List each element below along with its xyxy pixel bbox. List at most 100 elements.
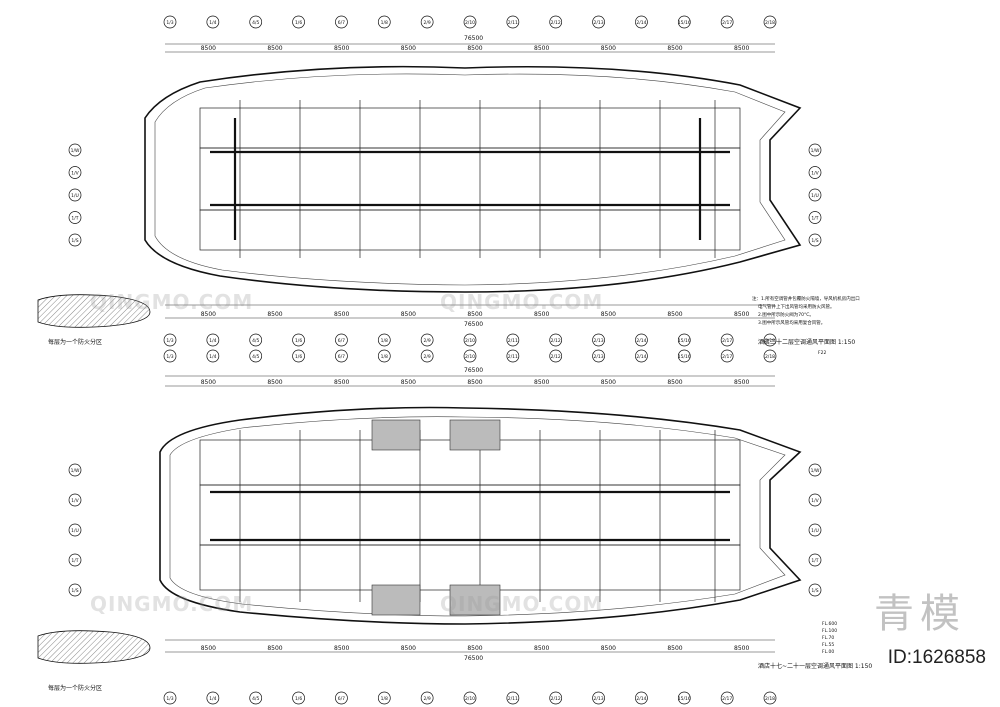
axis-bubble bbox=[677, 691, 691, 705]
note-line-4: 3.图中所示风管均采用复合风管。 bbox=[758, 319, 825, 326]
axis-bubble bbox=[506, 333, 520, 347]
axis-bubble bbox=[377, 349, 391, 363]
legend-row-5: FL.00 bbox=[822, 649, 834, 655]
row-bubble bbox=[808, 233, 822, 247]
axis-bubble-label: 2/11 bbox=[508, 338, 518, 344]
axis-bubble-label: 2/9 bbox=[424, 338, 431, 344]
axis-bubble-label: 2/14 bbox=[636, 696, 646, 702]
row-bubble-label: 1/U bbox=[811, 193, 819, 199]
axis-bubble bbox=[249, 691, 263, 705]
axis-bubble bbox=[335, 349, 348, 363]
legend-row-4: FL.55 bbox=[822, 642, 834, 648]
bay-dimension: 8500 bbox=[734, 311, 749, 318]
axis-bubble bbox=[635, 333, 648, 347]
lower-hull-outline bbox=[159, 406, 802, 625]
note-line-2: 电气管井上下出风管均采用防火风管。 bbox=[758, 303, 835, 310]
axis-bubble-label: 15/16 bbox=[678, 20, 691, 26]
axis-bubble-label: 2/17 bbox=[722, 696, 732, 702]
row-bubble bbox=[808, 188, 822, 202]
axis-bubble bbox=[763, 691, 777, 705]
axis-bubble bbox=[506, 349, 520, 363]
row-bubble-label: 1/U bbox=[71, 193, 79, 199]
axis-bubble-label: 2/14 bbox=[636, 338, 646, 344]
lower-fire-zone-diagram bbox=[37, 630, 151, 664]
elevation-legend: FL.600 FL.100 FL.70 FL.55 FL.00 bbox=[822, 621, 837, 655]
axis-bubble bbox=[720, 349, 734, 363]
axis-bubble bbox=[506, 691, 520, 705]
bay-dimension: 8500 bbox=[467, 45, 482, 52]
lower-plan: 76500 76500 每层为一个防火分区 bbox=[37, 367, 872, 692]
lower-overall-dim-bottom: 76500 bbox=[464, 655, 483, 662]
row-bubble bbox=[68, 523, 82, 537]
image-id-label: ID:1626858 bbox=[887, 647, 986, 668]
axis-bubble bbox=[463, 333, 477, 347]
bay-dimension: 8500 bbox=[201, 45, 216, 52]
axis-bubble bbox=[549, 15, 563, 29]
axis-bubble bbox=[463, 15, 477, 29]
bay-dimension: 8500 bbox=[267, 311, 282, 318]
axis-bubble-label: 4/5 bbox=[252, 696, 259, 702]
axis-bubble bbox=[206, 15, 220, 29]
axis-bubble-label: 1/3 bbox=[166, 338, 173, 344]
axis-bubble bbox=[292, 15, 305, 29]
axis-bubble bbox=[377, 691, 391, 705]
axis-bubble bbox=[763, 333, 777, 347]
upper-hull-outline bbox=[144, 65, 802, 293]
row-bubble bbox=[808, 523, 822, 537]
bay-dimension: 8500 bbox=[201, 645, 216, 652]
axis-bubble-label: 2/11 bbox=[508, 20, 518, 26]
axis-bubble-label: 2/14 bbox=[636, 354, 646, 360]
row-bubble-label: 1/V bbox=[811, 170, 819, 176]
axis-bubble-label: 1/8 bbox=[381, 338, 388, 344]
note-line-1: 注：1.所有空调管井包覆防火隔墙，导风机机房内出口 bbox=[752, 295, 860, 302]
axis-bubble-label: 4/5 bbox=[252, 354, 259, 360]
axis-bubble-label: 2/10 bbox=[465, 338, 475, 344]
row-bubble-label: 1/S bbox=[71, 588, 78, 594]
bay-dimension: 8500 bbox=[401, 379, 416, 386]
bay-dimension: 8500 bbox=[534, 45, 549, 52]
axis-bubble-label: 1/4 bbox=[209, 696, 216, 702]
axis-bubble bbox=[249, 333, 263, 347]
row-bubble-label: 1/T bbox=[71, 215, 78, 221]
axis-bubble bbox=[763, 15, 777, 29]
axis-bubble-label: 2/17 bbox=[722, 20, 732, 26]
bay-dimension: 8500 bbox=[334, 311, 349, 318]
row-bubble bbox=[68, 211, 82, 224]
axis-bubble-label: 2/10 bbox=[465, 20, 475, 26]
row-bubble-label: 1/S bbox=[811, 238, 818, 244]
bay-dimension: 8500 bbox=[334, 379, 349, 386]
axis-bubble bbox=[163, 691, 177, 705]
axis-bubble-label: 2/9 bbox=[424, 354, 431, 360]
bay-dimension: 8500 bbox=[601, 311, 616, 318]
bay-dimension: 8500 bbox=[201, 311, 216, 318]
row-bubble-label: 1/T bbox=[811, 215, 818, 221]
axis-bubble bbox=[592, 15, 605, 29]
axis-bubble bbox=[763, 349, 777, 363]
axis-bubble bbox=[635, 349, 648, 363]
axis-bubble-label: 2/13 bbox=[594, 354, 604, 360]
axis-bubble-label: 1/6 bbox=[295, 354, 302, 360]
brand-logo: 青模 bbox=[874, 591, 966, 637]
row-bubble-label: 1/V bbox=[71, 170, 79, 176]
legend-row-3: FL.70 bbox=[822, 635, 834, 641]
lower-plan-title: 酒店十七~二十一层空调通风平面图 1:150 bbox=[758, 662, 872, 670]
axis-bubble bbox=[292, 333, 305, 347]
axis-bubble-label: 2/17 bbox=[722, 338, 732, 344]
bay-dimension: 8500 bbox=[667, 379, 682, 386]
axis-bubble-label: 1/3 bbox=[166, 354, 173, 360]
bay-dimension: 8500 bbox=[267, 45, 282, 52]
row-bubble bbox=[68, 233, 82, 247]
axis-bubble-label: 2/18 bbox=[765, 338, 775, 344]
axis-bubble bbox=[677, 333, 691, 347]
row-bubble-label: 1/U bbox=[71, 528, 79, 534]
axis-bubble-label: 1/8 bbox=[381, 696, 388, 702]
row-bubble bbox=[68, 143, 82, 157]
axis-bubble bbox=[592, 691, 605, 705]
row-bubble bbox=[68, 493, 82, 507]
bay-dimension: 8500 bbox=[334, 645, 349, 652]
row-bubble bbox=[68, 553, 82, 567]
axis-bubble bbox=[163, 333, 177, 347]
row-bubble-label: 1/S bbox=[71, 238, 78, 244]
upper-plan: 76500 76500 bbox=[37, 35, 860, 356]
